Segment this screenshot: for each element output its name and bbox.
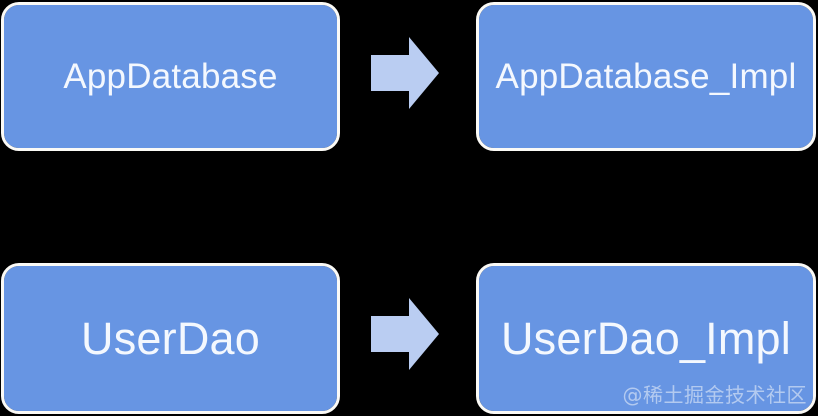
node-label: UserDao_Impl [500, 313, 791, 364]
node-label: AppDatabase [63, 57, 278, 96]
node-user-dao-impl: UserDao_Impl [476, 263, 816, 414]
block-arrow-right-icon [371, 37, 439, 109]
node-label: AppDatabase_Impl [495, 57, 797, 96]
node-label: UserDao [81, 313, 260, 364]
node-app-database-impl: AppDatabase_Impl [476, 2, 816, 151]
node-app-database: AppDatabase [1, 2, 340, 151]
block-arrow-right-icon [371, 298, 439, 370]
node-user-dao: UserDao [1, 263, 340, 414]
